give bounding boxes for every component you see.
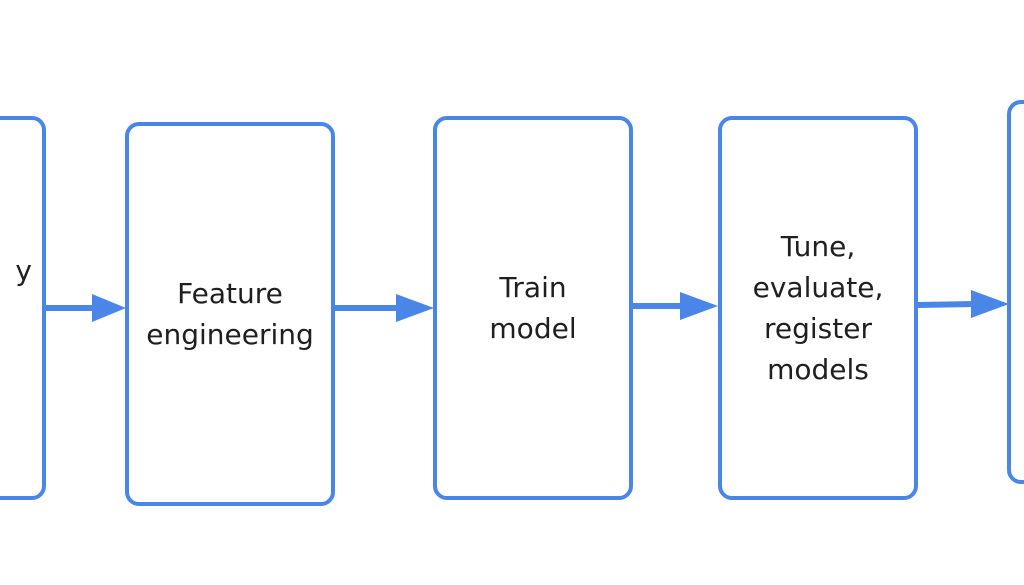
feature-engineering-line-2: engineering [146,318,314,351]
feature-engineering-box: Feature engineering [125,122,335,506]
tune-line-4: models [767,353,869,386]
train-model-line-1: Train [499,271,567,304]
tune-line-3: register [764,312,872,345]
train-model-box: Train model [433,116,633,500]
tune-line-1: Tune, [780,230,856,263]
partial-left-label: y [15,254,32,287]
partial-right-box [1007,100,1024,484]
partial-left-box: y [0,116,46,500]
tune-line-2: evaluate, [752,271,884,304]
tune-evaluate-register-box: Tune, evaluate, register models [718,116,918,500]
arrow-4 [917,290,1009,318]
arrow-3 [632,292,718,320]
feature-engineering-line-1: Feature [177,277,283,310]
arrow-1 [46,294,126,322]
train-model-line-2: model [489,312,577,345]
arrow-2 [334,294,434,322]
